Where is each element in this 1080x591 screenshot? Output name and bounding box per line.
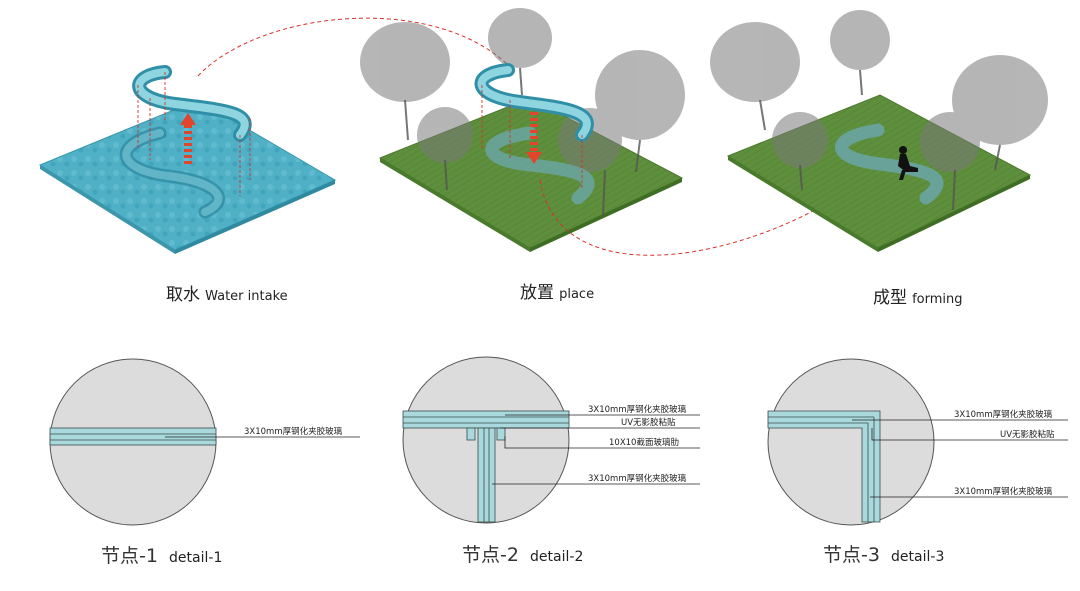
step-3-caption: 成型 forming: [873, 283, 963, 308]
detail-2-label-1: 3X10mm厚钢化夹胶玻璃: [588, 404, 687, 415]
detail-3-label-3: 3X10mm厚钢化夹胶玻璃: [954, 486, 1053, 497]
detail-3-drawing: 3X10mm厚钢化夹胶玻璃 UV无影胶粘贴 3X10mm厚钢化夹胶玻璃: [767, 358, 1068, 526]
step3-forming-illustration: [710, 10, 1048, 252]
detail-2-caption: 节点-2 detail-2: [462, 540, 583, 567]
formed-s-bench: [835, 123, 944, 205]
detail-3-caption-zh: 节点-3: [823, 544, 880, 566]
step-2-caption: 放置 place: [520, 278, 594, 303]
trees-step2: [360, 8, 685, 172]
step-2-caption-zh: 放置: [520, 283, 554, 303]
step1-water-intake-illustration: [38, 65, 337, 254]
detail-1-glass-layers: [49, 427, 217, 446]
detail-1-caption-en: detail-1: [169, 550, 223, 566]
detail-2-label-2: UV无影胶粘贴: [621, 417, 676, 428]
place-arrow: [526, 112, 542, 164]
lift-arrow: [180, 113, 196, 164]
step-1-caption-zh: 取水: [166, 285, 200, 305]
trees-step3: [710, 10, 1048, 172]
detail-2-drawing: 3X10mm厚钢化夹胶玻璃 UV无影胶粘贴 10X10截面玻璃肋 3X10mm厚…: [402, 356, 700, 524]
detail-3-glass-layers: [767, 410, 881, 523]
connector-arc-1: [197, 17, 516, 77]
detail-1-caption: 节点-1 detail-1: [101, 541, 222, 568]
person-silhouette: [898, 146, 918, 180]
detail-1-caption-zh: 节点-1: [101, 545, 158, 567]
detail-3-label-2: UV无影胶粘贴: [1000, 429, 1055, 440]
detail-3-label-1: 3X10mm厚钢化夹胶玻璃: [954, 409, 1053, 420]
placed-s-glass: [485, 126, 595, 205]
detail-1-label-1: 3X10mm厚钢化夹胶玻璃: [244, 426, 343, 437]
detail-2-caption-zh: 节点-2: [462, 544, 519, 566]
detail-3-circle: [767, 358, 935, 526]
detail-3-caption-en: detail-3: [891, 549, 945, 565]
detail-2-label-4: 3X10mm厚钢化夹胶玻璃: [588, 473, 687, 484]
detail-2-label-3: 10X10截面玻璃肋: [609, 437, 679, 448]
step-1-caption-en: Water intake: [205, 289, 288, 304]
step-2-caption-en: place: [559, 287, 595, 302]
step-3-caption-en: forming: [912, 292, 963, 307]
step-3-caption-zh: 成型: [873, 288, 907, 308]
step-1-caption: 取水 Water intake: [166, 280, 288, 305]
detail-3-caption: 节点-3 detail-3: [823, 540, 944, 567]
detail-2-caption-en: detail-2: [530, 549, 584, 565]
detail-1-drawing: 3X10mm厚钢化夹胶玻璃: [49, 358, 360, 526]
step2-place-illustration: [360, 8, 685, 252]
